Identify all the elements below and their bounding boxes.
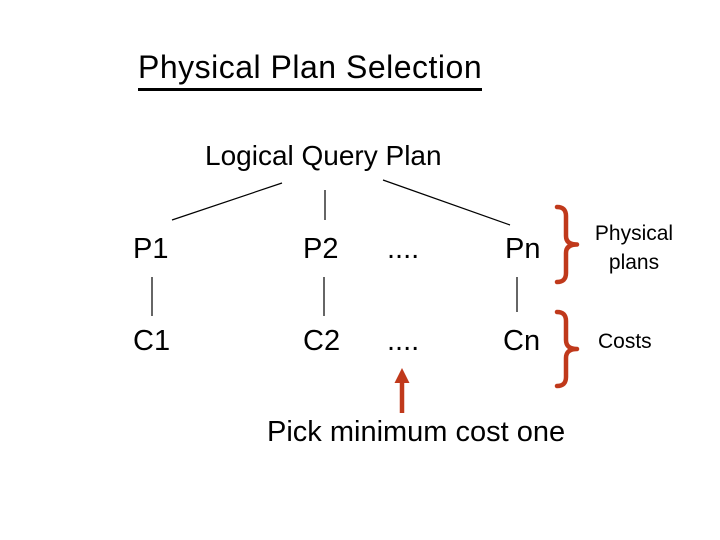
- caption-pick-minimum-cost: Pick minimum cost one: [267, 416, 566, 448]
- costs-brace-label: Costs: [598, 330, 652, 353]
- physical-plans-brace-icon: [554, 204, 580, 285]
- costs-brace-icon: [554, 309, 580, 389]
- cost-row-ellipsis: ....: [387, 325, 420, 357]
- physical-plans-label-line2: plans: [608, 251, 660, 275]
- plan-row-ellipsis: ....: [387, 233, 420, 265]
- cost-node-c1: C1: [133, 325, 171, 357]
- physical-plans-label-line1: Physical: [594, 222, 674, 245]
- plan-node-p1: P1: [133, 233, 169, 265]
- plan-node-p2: P2: [303, 233, 339, 265]
- cost-node-c2: C2: [303, 325, 341, 357]
- slide-title: Physical Plan Selection: [138, 48, 483, 92]
- up-arrow-head-icon: [394, 368, 410, 383]
- plan-node-pn: Pn: [505, 233, 541, 265]
- tree-edge-root-pn-icon: [382, 179, 511, 226]
- tree-edge-root-p1-icon: [171, 182, 283, 221]
- tree-root-label: Logical Query Plan: [205, 140, 442, 171]
- physical-plans-brace-label: Physical plans: [586, 219, 682, 278]
- cost-node-cn: Cn: [503, 325, 541, 357]
